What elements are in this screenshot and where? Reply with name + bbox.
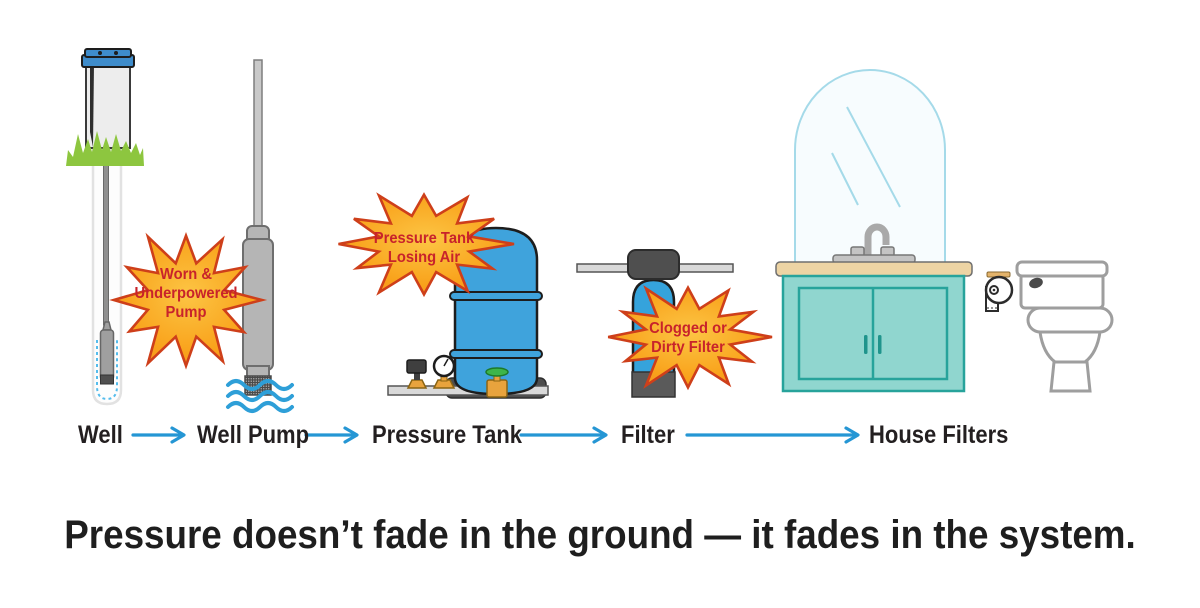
well-pump-icon (226, 59, 294, 413)
shower-enclosure (794, 69, 946, 267)
toilet-paper-icon (984, 271, 1014, 312)
vanity-countertop (775, 261, 973, 277)
tank-band-upper (449, 291, 543, 301)
tank-band-lower (449, 349, 543, 359)
stage-label-well-pump: Well Pump (197, 421, 310, 449)
callout-dirty-filter: Clogged or Dirty Filter (649, 320, 727, 356)
well-cap (81, 48, 135, 68)
water-waves (226, 379, 294, 413)
flow-arrow-4 (685, 426, 860, 444)
stage-label-house-filters: House Filters (869, 421, 1009, 449)
flow-arrow-1 (131, 426, 186, 444)
well-icon (66, 48, 144, 406)
vanity-cabinet (781, 274, 966, 393)
well-submersible-pump (99, 321, 115, 385)
stage-label-filter: Filter (621, 421, 675, 449)
callout-worn-pump: Worn & Underpowered Pump (134, 266, 238, 321)
flow-arrow-3 (519, 426, 608, 444)
filter-head (627, 249, 680, 280)
shutoff-valve (485, 367, 509, 398)
well-conduit (90, 64, 94, 147)
pressure-switch (406, 359, 428, 389)
stage-label-pressure-tank: Pressure Tank (372, 421, 523, 449)
faucet (832, 223, 916, 264)
toilet-icon (1015, 260, 1114, 393)
callout-losing-air: Pressure Tank Losing Air (373, 230, 475, 266)
well-drop-pipe (103, 147, 109, 326)
well-water-dashes (96, 340, 118, 401)
pump-drop-pipe (253, 59, 263, 231)
stage-label-well: Well (78, 421, 123, 449)
house-filters-icon (775, 69, 1114, 393)
grass (66, 131, 144, 166)
flow-arrow-2 (304, 426, 359, 444)
pressure-gauge (432, 354, 456, 389)
caption: Pressure doesn’t fade in the ground — it… (64, 513, 1136, 557)
